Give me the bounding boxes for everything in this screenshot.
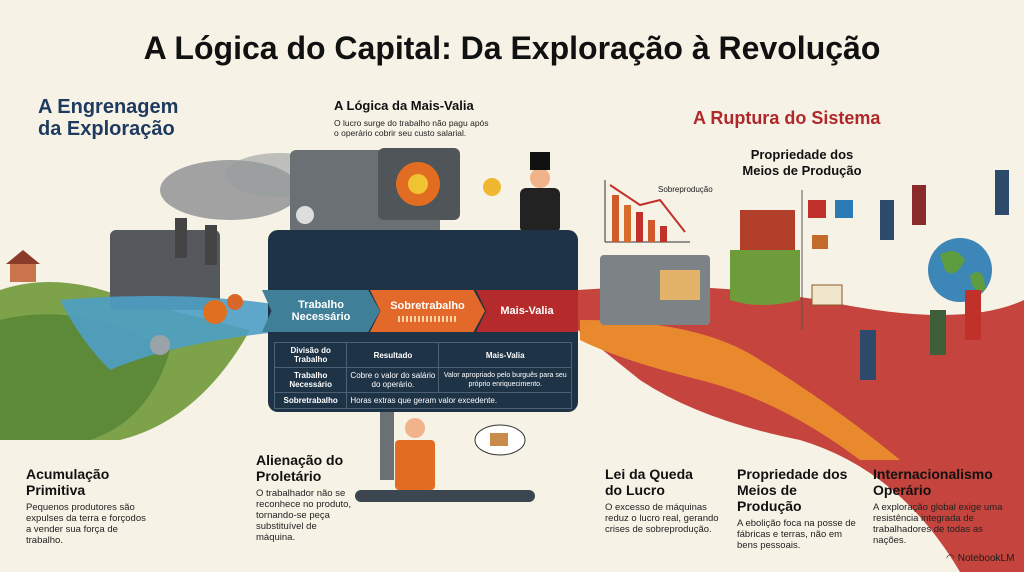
overproduction-chart bbox=[604, 180, 690, 243]
table-row: Sobretrabalho Horas extras que geram val… bbox=[273, 392, 572, 409]
worker-figure bbox=[395, 440, 435, 490]
stage-label: Mais-Valia bbox=[500, 305, 554, 317]
mais-valia-heading: A Lógica da Mais-Valia bbox=[334, 98, 474, 113]
caption-text: A exploração global exige uma resistênci… bbox=[873, 502, 1003, 546]
factory-icon bbox=[740, 210, 795, 250]
factory-building bbox=[110, 230, 220, 310]
farmhouse bbox=[10, 262, 36, 282]
gear-icon bbox=[203, 300, 227, 324]
left-section-heading: A Engrenagem da Exploração bbox=[38, 96, 178, 140]
worker-figures bbox=[860, 170, 1009, 380]
conveyor-belt bbox=[355, 490, 535, 502]
table-header: Resultado bbox=[346, 342, 440, 368]
capitalist-figure bbox=[520, 188, 560, 233]
brand-label: NotebookLM bbox=[957, 553, 1015, 564]
table-cell: Horas extras que geram valor excedente. bbox=[346, 392, 572, 409]
coin-icon bbox=[483, 178, 501, 196]
table-cell: Sobretrabalho bbox=[273, 392, 348, 409]
heading-line: A Engrenagem bbox=[38, 96, 179, 118]
subheading-line: Propriedade dos bbox=[750, 147, 854, 162]
blue-flow bbox=[60, 296, 300, 370]
stage-surplus-labor: Sobretrabalho bbox=[370, 290, 485, 332]
globe-icon bbox=[928, 238, 992, 302]
text-line: o operário cobrir seu custo salarial. bbox=[334, 128, 467, 138]
right-section-heading: A Ruptura do Sistema bbox=[693, 108, 881, 128]
right-subheading: Propriedade dos Meios de Produção bbox=[742, 147, 862, 179]
mais-valia-text: O lucro surge do trabalho não pagu após … bbox=[334, 118, 489, 138]
table-cell: Valor apropriado pelo burguês para seu p… bbox=[438, 367, 572, 393]
mais-valia-block: A Lógica da Mais-Valia O lucro surge do … bbox=[334, 98, 489, 138]
caption-text: Pequenos produtores são expulses da terr… bbox=[26, 502, 146, 546]
caption-text: O excesso de máquinas reduz o lucro real… bbox=[605, 502, 719, 535]
stage-label: Sobretrabalho bbox=[390, 300, 465, 312]
chart-label: Sobreprodução bbox=[658, 185, 713, 194]
text-line: O lucro surge do trabalho não pagu após bbox=[334, 118, 489, 128]
caption-text: A ebolição foca na posse de fábricas e t… bbox=[737, 518, 856, 551]
stage-label: Trabalho bbox=[298, 299, 344, 311]
notebooklm-logo-icon: ◠ bbox=[946, 553, 955, 564]
stage-necessary-labor: Trabalho Necessário bbox=[262, 290, 380, 332]
page-title: A Lógica do Capital: Da Exploração à Rev… bbox=[143, 30, 881, 66]
table-cell: Cobre o valor do salário do operário. bbox=[346, 367, 440, 393]
caption-text: O trabalhador não se reconhece no produt… bbox=[256, 488, 352, 543]
stage-label: Necessário bbox=[291, 311, 351, 323]
table-header: Divisão do Trabalho bbox=[273, 342, 348, 368]
hatch-bar bbox=[397, 316, 458, 322]
stage-surplus-value: Mais-Valia bbox=[476, 290, 578, 332]
table-header: Mais-Valia bbox=[438, 342, 572, 368]
notebooklm-brand: ◠ NotebookLM bbox=[946, 553, 1014, 564]
subheading-line: Meios de Produção bbox=[742, 163, 862, 178]
heading-line: da Exploração bbox=[38, 118, 175, 140]
table-header-row: Divisão do Trabalho Resultado Mais-Valia bbox=[273, 342, 572, 368]
labor-division-table: Divisão do Trabalho Resultado Mais-Valia… bbox=[273, 342, 572, 409]
